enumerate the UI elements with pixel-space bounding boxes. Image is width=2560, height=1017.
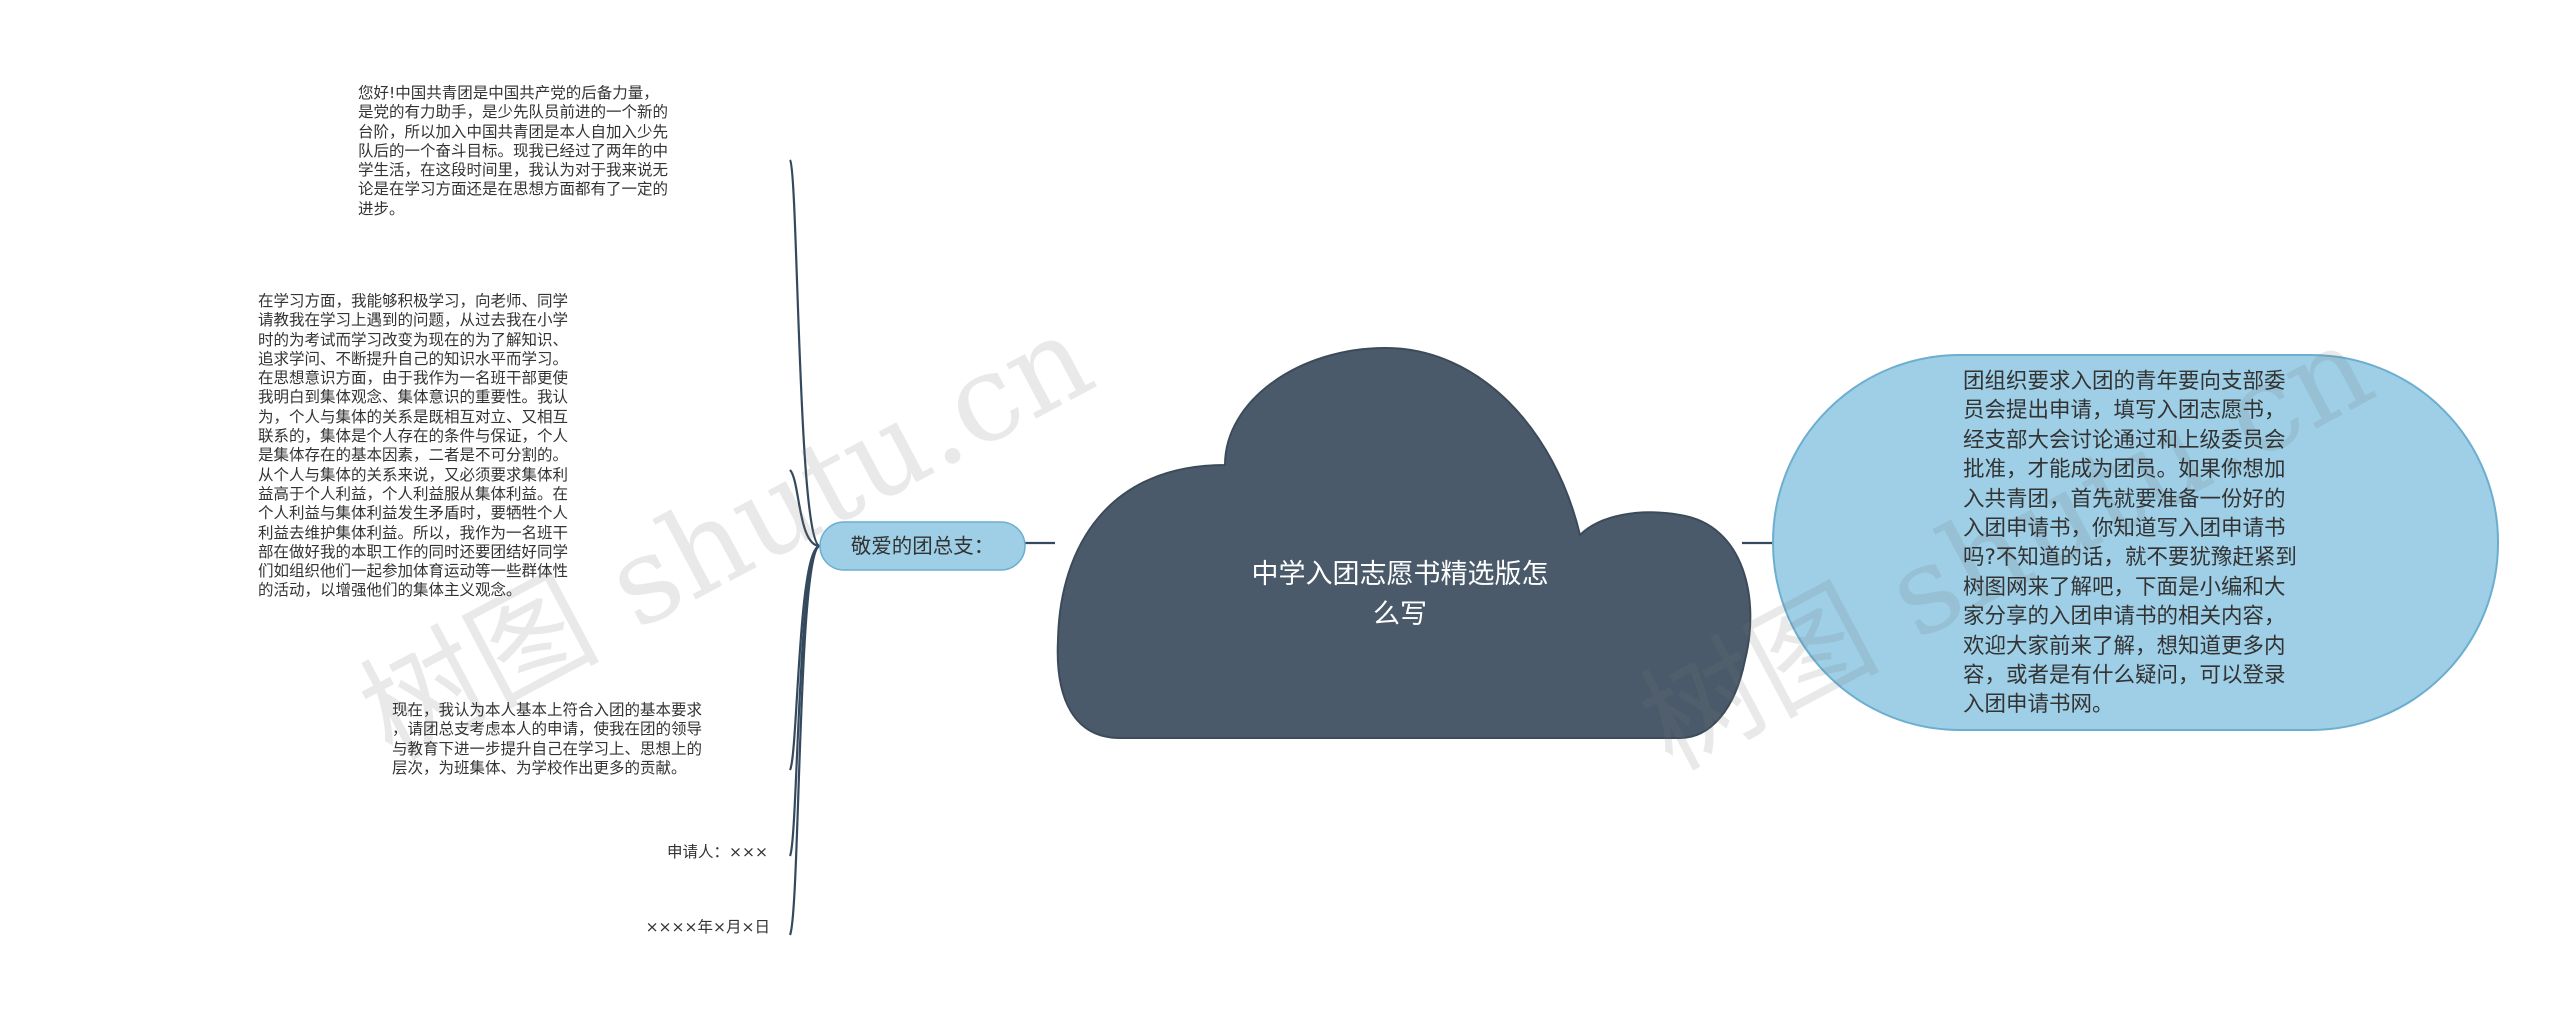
central-cloud-shape xyxy=(1056,346,1752,739)
connector-leaf-5 xyxy=(788,544,822,936)
leaf-text-applicant[interactable]: 申请人：××× xyxy=(667,843,768,861)
connector-leaf-3 xyxy=(788,544,821,771)
leaf-text-greeting[interactable]: 您好!中国共青团是中国共产党的后备力量， 是党的有力助手，是少先队员前进的一个新… xyxy=(358,84,669,218)
connector-leaf-2 xyxy=(789,469,821,548)
leaf-text-request[interactable]: 现在，我认为本人基本上符合入团的基本要求 ，请团总支考虑本人的申请，使我在团的领… xyxy=(392,701,703,777)
left-branch-label[interactable]: 敬爱的团总支： xyxy=(850,534,995,558)
leaf-text-study-thought[interactable]: 在学习方面，我能够积极学习，向老师、同学 请教我在学习上遇到的问题，从过去我在小… xyxy=(258,292,569,600)
central-topic[interactable]: 中学入团志愿书精选版怎 么写 xyxy=(1251,559,1549,630)
left-branch-pill-shape xyxy=(819,521,1026,571)
connector-leaf-1 xyxy=(788,159,822,548)
connector-lines xyxy=(788,159,1772,936)
right-node-text[interactable]: 团组织要求入团的青年要向支部委 员会提出申请，填写入团志愿书， 经支部大会讨论通… xyxy=(1963,369,2297,718)
leaf-text-date[interactable]: ××××年×月×日 xyxy=(645,918,770,936)
right-bubble-shape xyxy=(1772,354,2499,731)
